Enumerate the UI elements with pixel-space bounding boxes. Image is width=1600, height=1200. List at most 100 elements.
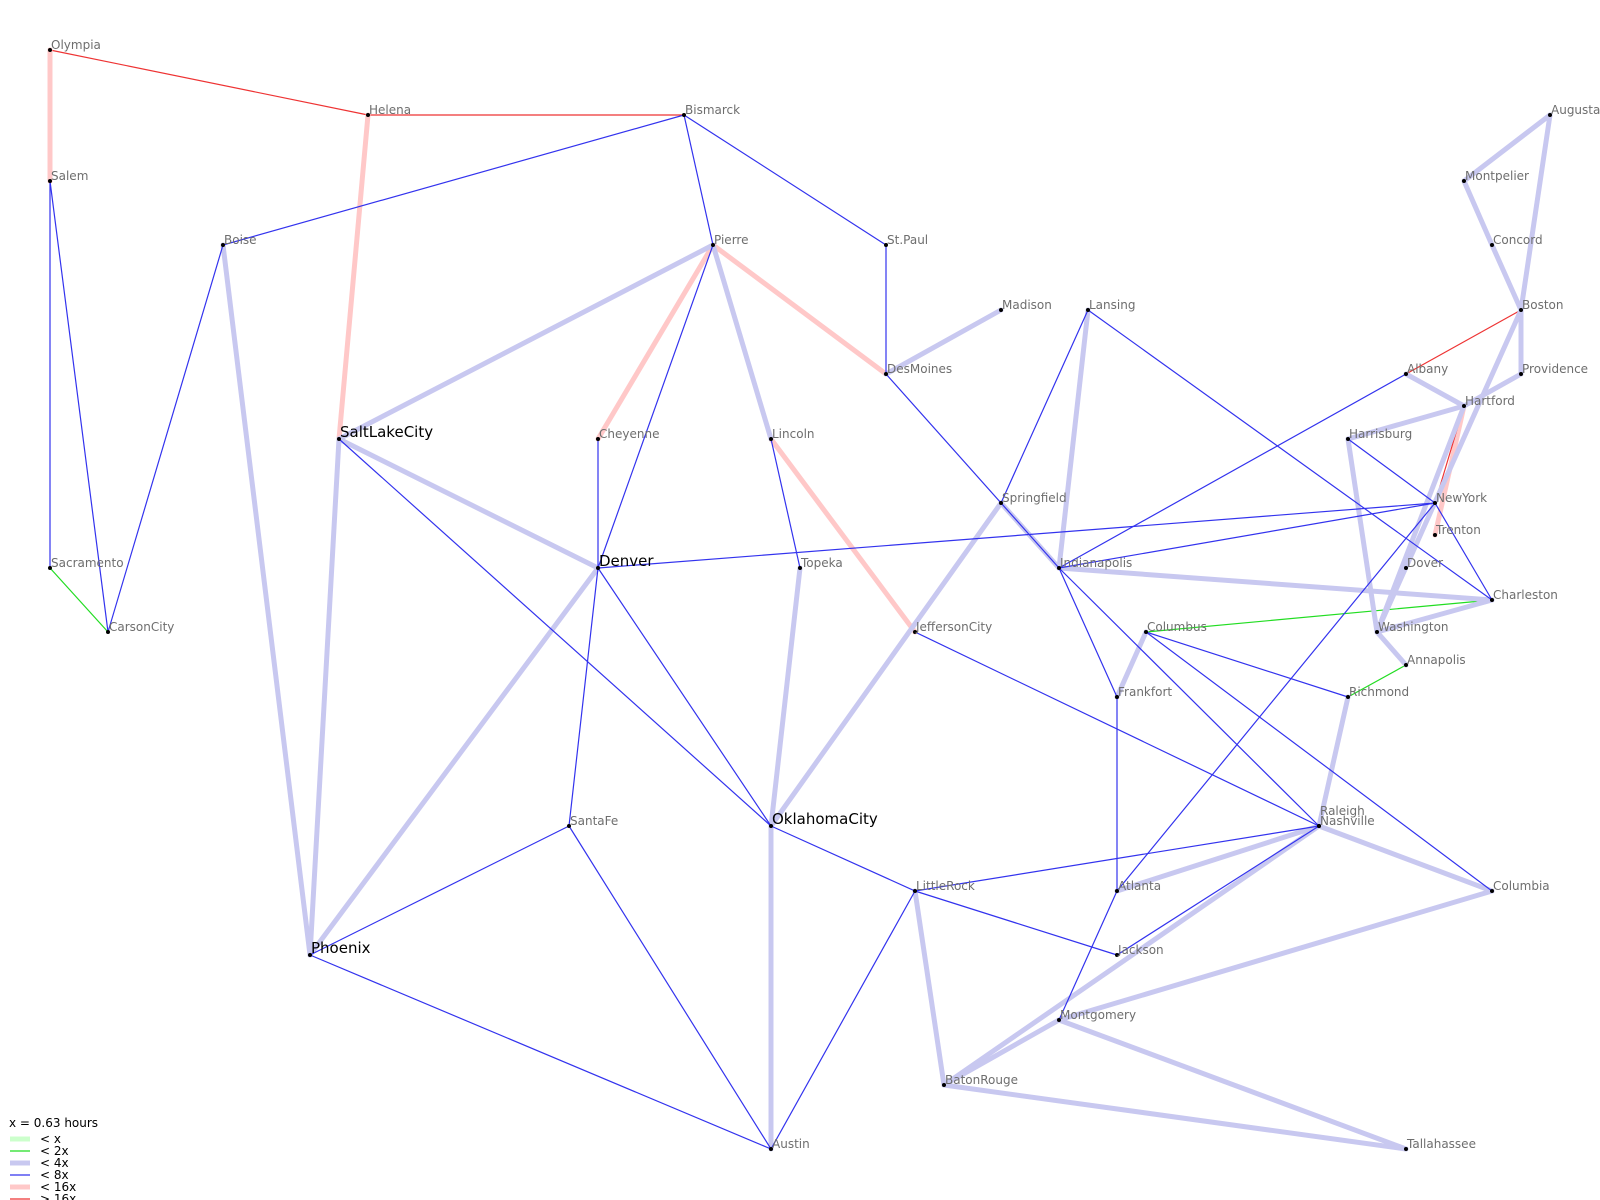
legend-label: < 16x <box>40 1180 76 1194</box>
city-dot <box>596 566 600 570</box>
city-dot <box>1317 824 1321 828</box>
edge-montgomery-columbia <box>1056 888 1495 1023</box>
edge-montpelier-concord <box>1461 178 1495 248</box>
city-node-washington: Washington <box>1375 620 1449 634</box>
city-label: Jackson <box>1117 943 1164 957</box>
city-dot <box>1057 1018 1061 1022</box>
city-label: NewYork <box>1436 491 1487 505</box>
edge-augusta-boston <box>1518 112 1553 313</box>
city-dot <box>769 824 773 828</box>
edge-denver-newyork <box>597 502 1436 569</box>
city-label: Boston <box>1522 298 1563 312</box>
edge-augusta-montpelier <box>1461 112 1553 184</box>
city-label: Harrisburg <box>1349 427 1412 441</box>
city-node-lansing: Lansing <box>1086 298 1135 312</box>
city-label: Topeka <box>800 556 843 570</box>
edge-indianapolis-newyork <box>1058 502 1436 569</box>
edge-indianapolis-nashville <box>1058 567 1320 827</box>
city-node-tallahassee: Tallahassee <box>1404 1137 1476 1151</box>
city-node-nashville: Nashville <box>1317 814 1375 828</box>
edge-desmoines-indianapolis <box>885 373 1060 569</box>
city-dot <box>1404 566 1408 570</box>
city-node-austin: Austin <box>769 1137 810 1151</box>
edge-columbus-richmond <box>1145 631 1349 698</box>
city-node-topeka: Topeka <box>798 556 843 570</box>
city-node-jackson: Jackson <box>1115 943 1164 957</box>
city-label: Helena <box>369 103 411 117</box>
edge-saltlakecity-denver <box>336 436 601 571</box>
city-label: Tallahassee <box>1406 1137 1476 1151</box>
city-label: DesMoines <box>887 362 952 376</box>
edge-batonrouge-nashville <box>941 823 1322 1088</box>
city-node-phoenix: Phoenix <box>308 939 371 957</box>
edge-littlerock-nashville <box>914 825 1320 892</box>
city-label: Bismarck <box>685 103 740 117</box>
edge-batonrouge-tallahassee <box>941 1082 1409 1152</box>
city-node-atlanta: Atlanta <box>1115 879 1161 893</box>
edge-oklahomacity-springfield <box>768 500 1004 829</box>
edge-indianapolis-charleston <box>1056 565 1495 603</box>
edge-columbus-columbia <box>1145 631 1493 892</box>
edge-harrisburg-hartford <box>1345 403 1467 442</box>
city-node-saltlakecity: SaltLakeCity <box>337 423 433 441</box>
city-dot <box>1057 566 1061 570</box>
city-node-oklahomacity: OklahomaCity <box>769 810 878 828</box>
city-dot <box>366 113 370 117</box>
city-label: Concord <box>1493 233 1543 247</box>
edge-pierre-denver <box>597 244 714 569</box>
city-node-annapolis: Annapolis <box>1404 653 1466 667</box>
edge-columbus-frankfort <box>1114 629 1149 700</box>
city-node-dover: Dover <box>1404 556 1443 570</box>
city-label: Boise <box>224 233 257 247</box>
city-label: Augusta <box>1551 103 1600 117</box>
city-node-augusta: Augusta <box>1548 103 1600 117</box>
legend-label: < 2x <box>40 1144 69 1158</box>
city-label: Madison <box>1002 298 1052 312</box>
city-label: Annapolis <box>1407 653 1466 667</box>
city-node-desmoines: DesMoines <box>884 362 952 376</box>
city-dot <box>48 566 52 570</box>
city-node-stpaul: St.Paul <box>884 233 928 247</box>
city-node-olympia: Olympia <box>48 38 101 52</box>
city-label: CarsonCity <box>109 620 174 634</box>
city-node-hartford: Hartford <box>1462 394 1515 408</box>
legend-title: x = 0.63 hours <box>9 1116 98 1130</box>
edge-saltlakecity-phoenix <box>307 436 342 958</box>
legend-label: < 8x <box>40 1168 69 1182</box>
city-node-boise: Boise <box>221 233 257 247</box>
city-dot <box>1490 243 1494 247</box>
city-dot <box>1375 630 1379 634</box>
edge-pierre-cheyenne <box>595 242 716 442</box>
city-node-concord: Concord <box>1490 233 1543 247</box>
edge-bismarck-pierre <box>683 114 714 246</box>
city-label: Hartford <box>1465 394 1515 408</box>
city-label: LittleRock <box>916 879 975 893</box>
edge-boise-bismarck <box>222 114 685 246</box>
edge-desmoines-madison <box>883 307 1004 377</box>
city-label: Richmond <box>1349 685 1409 699</box>
city-label: Charleston <box>1493 588 1558 602</box>
edge-jeffersoncity-nashville <box>914 631 1320 827</box>
city-node-sacramento: Sacramento <box>48 556 124 570</box>
edge-newyork-atlanta <box>1116 502 1436 892</box>
edge-richmond-raleigh <box>1316 694 1351 829</box>
legend-label: < x <box>40 1132 61 1146</box>
city-dot <box>1346 437 1350 441</box>
legend-label: < 4x <box>40 1156 69 1170</box>
city-dot <box>999 501 1003 505</box>
city-dot <box>1519 308 1523 312</box>
city-dot <box>1086 308 1090 312</box>
city-node-newyork: NewYork <box>1433 491 1487 505</box>
legend: x = 0.63 hours < x< 2x< 4x< 8x< 16x> 16x <box>9 1116 98 1200</box>
city-dot <box>884 372 888 376</box>
city-label: Lincoln <box>772 427 815 441</box>
city-node-carsoncity: CarsonCity <box>106 620 174 634</box>
edge-springfield-lansing <box>1000 309 1089 504</box>
edge-denver-oklahomacity <box>597 567 772 827</box>
city-label: Denver <box>599 552 654 570</box>
edge-atlanta-montgomery <box>1058 890 1118 1021</box>
city-dot <box>1115 889 1119 893</box>
city-label: Cheyenne <box>599 427 659 441</box>
city-node-indianapolis: Indianapolis <box>1057 556 1132 570</box>
